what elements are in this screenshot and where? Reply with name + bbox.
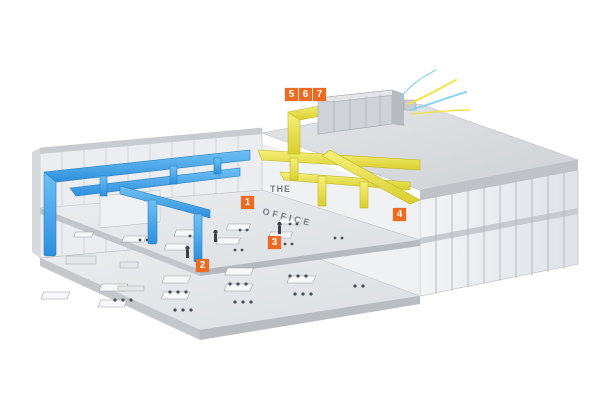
airflow-streaks [399, 69, 471, 115]
ground-slab-front [200, 296, 420, 340]
exhaust-air-ducts [257, 103, 421, 209]
callout-badge-5: 5 [285, 88, 298, 101]
people [185, 222, 282, 258]
ground-slab-edge [40, 258, 200, 340]
left-end-wall [32, 148, 40, 258]
callout-badge-1: 1 [241, 196, 254, 209]
rooftop-air-handling-unit [317, 89, 417, 135]
service-counters [65, 255, 145, 292]
supply-air-ducts [43, 149, 251, 263]
roof-beam [40, 128, 262, 154]
callout-badge-4: 4 [393, 208, 406, 221]
office-sign-line-1: THE [270, 184, 291, 194]
facade-floor-band [420, 208, 578, 244]
lower-floor-chairs [113, 274, 365, 312]
lower-floor-desks [40, 267, 316, 308]
callout-badge-7: 7 [313, 88, 326, 101]
callout-badge-2: 2 [196, 259, 209, 272]
callout-badge-6: 6 [299, 88, 312, 101]
callout-badge-3: 3 [268, 236, 281, 249]
middle-slab-edge [40, 208, 200, 276]
facade-mullions [435, 173, 565, 293]
middle-slab-front [200, 240, 420, 276]
roof-edge [420, 160, 578, 200]
